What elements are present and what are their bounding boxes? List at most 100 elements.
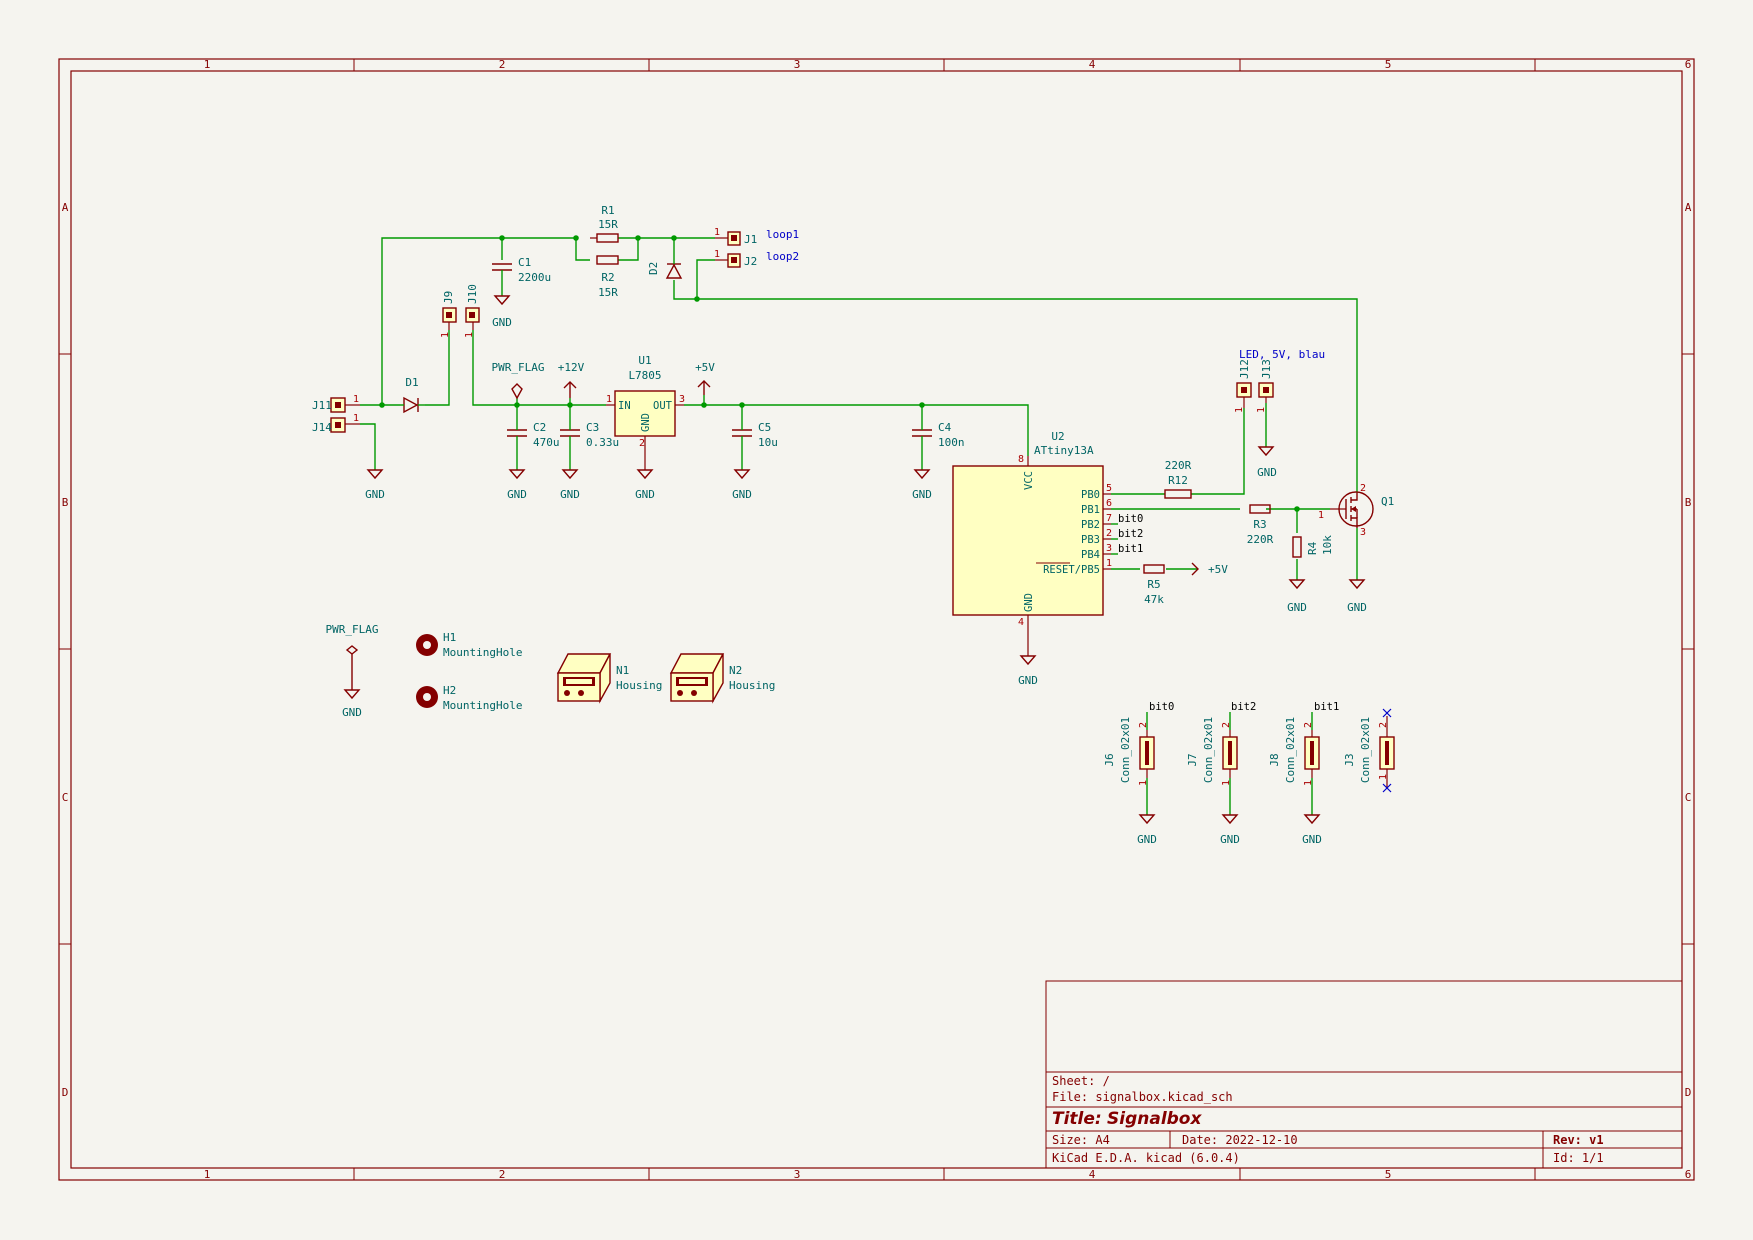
- r12-value: 220R: [1165, 459, 1192, 472]
- h1-ref: H1: [443, 631, 456, 644]
- connector-j7[interactable]: 2 1 J7 Conn_02x01 GND bit2: [1186, 701, 1256, 846]
- schematic-text: GND: [912, 488, 932, 501]
- resistor-r3[interactable]: R3 220R: [1247, 504, 1274, 546]
- j6-ref: J6: [1103, 753, 1116, 766]
- schematic-shape: [913, 469, 931, 480]
- housing-n2[interactable]: N2 Housing: [669, 653, 775, 704]
- schematic-text: GND: [1137, 833, 1157, 846]
- resistor-r4[interactable]: R4 10k GND: [1287, 535, 1334, 614]
- connector-j1[interactable]: 1 J1 loop1: [714, 227, 799, 246]
- schematic-text: GND: [342, 706, 362, 719]
- resistor-r12[interactable]: 220R R12: [1164, 459, 1192, 499]
- schematic-shape: [636, 469, 654, 480]
- row-label: D: [1685, 1086, 1692, 1099]
- connector-j14[interactable]: 1 J14: [312, 413, 360, 434]
- mounting-hole-h1[interactable]: H1 MountingHole: [416, 631, 522, 659]
- schematic-shape: [1191, 562, 1199, 576]
- regulator-u1[interactable]: IN OUT GND 1 3 2 U1 L7805 GND: [606, 354, 685, 501]
- connector-j10[interactable]: J10 1: [464, 284, 480, 338]
- schematic-shape: [499, 235, 505, 241]
- schematic-shape: [614, 390, 676, 437]
- connector-j13[interactable]: J13 1 GND: [1256, 359, 1277, 479]
- schematic-text: +12V: [558, 361, 585, 374]
- schematic-text: 1: [1138, 780, 1149, 786]
- gnd-label: GND: [492, 316, 512, 329]
- schematic-shape: [1045, 980, 1683, 1169]
- schematic-shape: [691, 690, 697, 696]
- schematic-text: GND: [1347, 601, 1367, 614]
- r2-value: 15R: [598, 286, 618, 299]
- schematic-shape: [1348, 579, 1366, 590]
- schematic-text: GND: [635, 488, 655, 501]
- schematic-shape: [514, 402, 520, 408]
- schematic-text: PB2: [1081, 519, 1100, 531]
- capacitor-c3[interactable]: C3 0.33u GND: [560, 421, 619, 501]
- schematic-shape: [673, 280, 1358, 493]
- connector-j12[interactable]: J12 1: [1234, 359, 1252, 413]
- tb-title: Signalbox: [1107, 1109, 1202, 1129]
- housing-n1[interactable]: N1 Housing: [556, 653, 662, 704]
- schematic-shape: [1164, 489, 1192, 499]
- capacitor-c2[interactable]: C2 470u GND: [507, 421, 560, 501]
- schematic-shape: [1145, 741, 1149, 765]
- connector-j6[interactable]: 2 1 J6 Conn_02x01 GND bit0: [1103, 701, 1174, 846]
- u2-pins: PB0 PB1 PB2 PB3 PB4 RESET/PB5 5 6 7 2 3 …: [1036, 483, 1112, 576]
- j8-value: Conn_02x01: [1284, 717, 1297, 783]
- n2-ref: N2: [729, 664, 742, 677]
- d1-ref: D1: [405, 376, 418, 389]
- j6-value: Conn_02x01: [1119, 717, 1132, 783]
- schematic-text: VCC: [1023, 471, 1035, 490]
- connector-j2[interactable]: 1 J2 loop2: [714, 249, 799, 268]
- schematic-shape: [379, 402, 385, 408]
- schematic-shape: [677, 690, 683, 696]
- row-label: B: [1685, 496, 1692, 509]
- tb-sheet: Sheet: /: [1052, 1074, 1110, 1088]
- inner-border: [70, 70, 1683, 1169]
- resistor-r2[interactable]: R2 15R: [596, 255, 619, 299]
- schematic-text: 1: [353, 394, 359, 405]
- border-labels: 1 2 3 4 5 6 1 2 3 4 5 6 A B C D A B C D: [62, 58, 1692, 1181]
- schematic-shape: [1382, 708, 1392, 718]
- row-label: C: [1685, 791, 1692, 804]
- connector-j8[interactable]: 2 1 J8 Conn_02x01 GND bit1: [1268, 701, 1339, 846]
- schematic-shape: [366, 469, 384, 480]
- pwr-flag-1: PWR_FLAG: [492, 361, 544, 400]
- tb-size: Size: A4: [1052, 1133, 1110, 1147]
- connector-j9[interactable]: J9 1: [440, 291, 457, 338]
- schematic-shape: [701, 402, 707, 408]
- capacitor-c1[interactable]: C1 2200u GND: [492, 256, 551, 329]
- capacitor-c4[interactable]: C4 100n GND: [912, 421, 965, 501]
- u2-ref: U2: [1051, 430, 1064, 443]
- schematic-text: bit0: [1118, 513, 1143, 525]
- mcu-u2[interactable]: U2 ATtiny13A VCC GND 8 4 PB0 PB1 PB2 PB3…: [952, 430, 1112, 687]
- schematic-text: GND: [1018, 674, 1038, 687]
- c5-value: 10u: [758, 436, 778, 449]
- j12-ref: J12: [1238, 359, 1251, 379]
- col-label: 1: [204, 58, 211, 71]
- j11-ref: J11: [312, 399, 332, 412]
- schematic-shape: [731, 257, 737, 263]
- c2-ref: C2: [533, 421, 546, 434]
- schematic-text: GND: [1257, 466, 1277, 479]
- schematic-shape: [1385, 741, 1389, 765]
- connector-j3[interactable]: 2 1 J3 Conn_02x01: [1343, 708, 1395, 793]
- pwr-flag-2: PWR_FLAG GND: [326, 623, 379, 719]
- schematic-shape: [575, 238, 590, 261]
- capacitor-c5[interactable]: C5 10u GND: [732, 421, 778, 501]
- net-labels-u2: bit0 bit2 bit1: [1111, 513, 1143, 555]
- schematic-text: PB4: [1081, 549, 1100, 561]
- schematic-text: 1: [606, 394, 612, 405]
- mosfet-q1[interactable]: 1 2 3 Q1 GND: [1318, 483, 1394, 614]
- resistor-r1[interactable]: R1 15R: [590, 204, 619, 243]
- resistor-r5[interactable]: R5 47k +5V: [1143, 562, 1228, 606]
- diode-d1[interactable]: D1: [400, 376, 425, 414]
- schematic-text: 1: [1221, 780, 1232, 786]
- schematic-text: bit0: [1149, 701, 1174, 713]
- schematic-text: GND: [1302, 833, 1322, 846]
- diode-d2[interactable]: D2: [647, 258, 683, 279]
- mounting-hole-h2[interactable]: H2 MountingHole: [416, 684, 522, 712]
- h2-ref: H2: [443, 684, 456, 697]
- schematic-text: GND: [560, 488, 580, 501]
- connector-j11[interactable]: 1 J11: [312, 394, 360, 413]
